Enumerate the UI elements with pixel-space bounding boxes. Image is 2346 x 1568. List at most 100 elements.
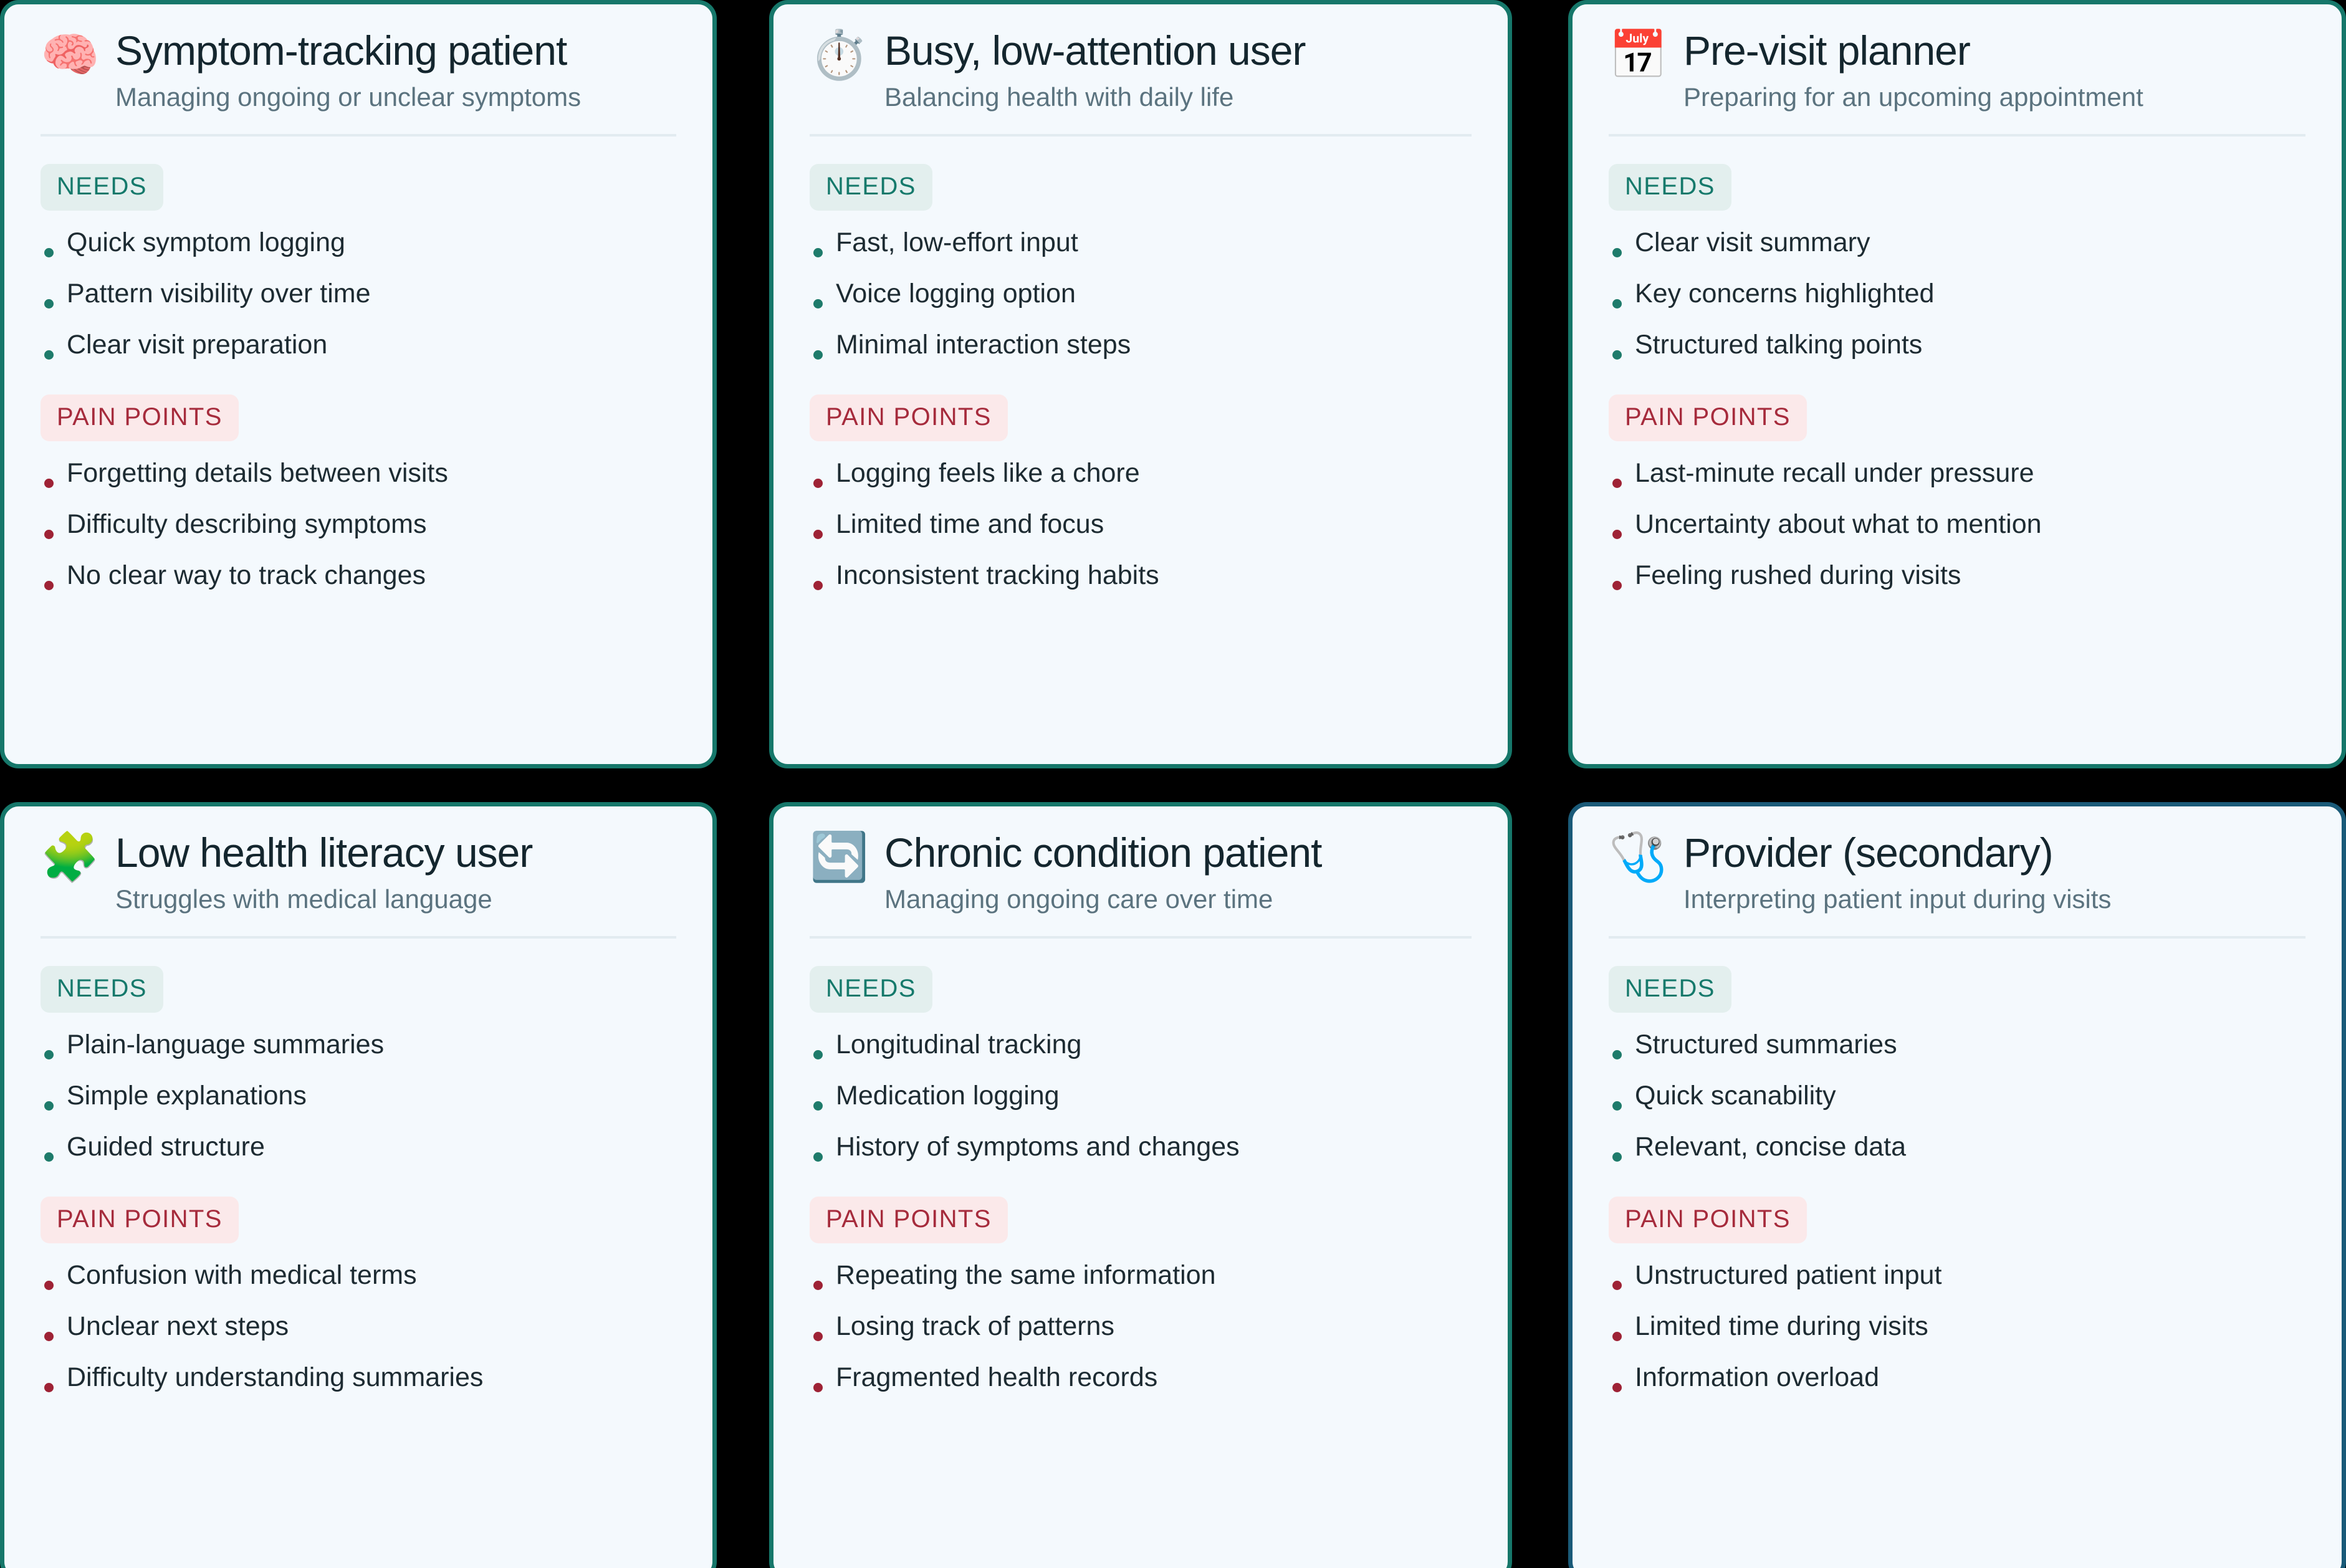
pain-points-badge: PAIN POINTS: [1609, 394, 1807, 441]
pain-points-section: PAIN POINTS Unstructured patient input L…: [1609, 1196, 2305, 1392]
needs-badge: NEEDS: [810, 965, 932, 1013]
persona-subtitle: Balancing health with daily life: [884, 82, 1234, 112]
needs-section: NEEDS Structured summaries Quick scanabi…: [1609, 965, 2305, 1162]
list-item: Quick scanability: [1609, 1082, 2305, 1111]
pain-points-badge: PAIN POINTS: [810, 1196, 1008, 1243]
needs-list: Structured summaries Quick scanability R…: [1609, 1031, 2305, 1162]
list-item: Voice logging option: [810, 280, 1472, 308]
needs-section: NEEDS Longitudinal tracking Medication l…: [810, 965, 1472, 1162]
list-item: Difficulty describing symptoms: [41, 510, 676, 539]
list-item: Fragmented health records: [810, 1364, 1472, 1392]
list-item: Relevant, concise data: [1609, 1133, 2305, 1162]
list-item: Difficulty understanding summaries: [41, 1364, 676, 1392]
needs-badge: NEEDS: [41, 965, 163, 1013]
persona-card-provider-secondary[interactable]: 🩺 Provider (secondary) Interpreting pati…: [1568, 802, 2346, 1568]
list-item: Clear visit preparation: [41, 331, 676, 360]
pain-points-list: Repeating the same information Losing tr…: [810, 1261, 1472, 1392]
pain-points-badge: PAIN POINTS: [810, 394, 1008, 441]
persona-card-symptom-tracking-patient[interactable]: 🧠 Symptom-tracking patient Managing ongo…: [0, 0, 717, 768]
needs-badge: NEEDS: [1609, 965, 1731, 1013]
persona-subtitle: Managing ongoing or unclear symptoms: [115, 82, 582, 112]
pain-points-list: Forgetting details between visits Diffic…: [41, 459, 676, 590]
list-item: Information overload: [1609, 1364, 2305, 1392]
persona-title: Chronic condition patient: [884, 829, 1322, 876]
refresh-cycle-icon: 🔄: [810, 831, 869, 884]
list-item: Medication logging: [810, 1082, 1472, 1111]
needs-section: NEEDS Plain-language summaries Simple ex…: [41, 965, 676, 1162]
pain-points-badge: PAIN POINTS: [1609, 1196, 1807, 1243]
header-text: Provider (secondary) Interpreting patien…: [1683, 830, 2305, 916]
list-item: Losing track of patterns: [810, 1312, 1472, 1341]
persona-card-low-health-literacy-user[interactable]: 🧩 Low health literacy user Struggles wit…: [0, 802, 717, 1568]
header-divider: [810, 133, 1472, 136]
header-divider: [1609, 935, 2305, 939]
calendar-icon: 📅: [1609, 29, 1668, 82]
list-item: Forgetting details between visits: [41, 459, 676, 488]
needs-section: NEEDS Clear visit summary Key concerns h…: [1609, 163, 2305, 360]
persona-subtitle: Struggles with medical language: [115, 884, 492, 914]
pain-points-section: PAIN POINTS Last-minute recall under pre…: [1609, 394, 2305, 590]
persona-title: Symptom-tracking patient: [115, 27, 567, 74]
list-item: Last-minute recall under pressure: [1609, 459, 2305, 488]
list-item: No clear way to track changes: [41, 562, 676, 590]
pain-points-list: Last-minute recall under pressure Uncert…: [1609, 459, 2305, 590]
persona-subtitle: Interpreting patient input during visits: [1683, 884, 2112, 914]
persona-title: Low health literacy user: [115, 829, 533, 876]
card-header: 📅 Pre-visit planner Preparing for an upc…: [1609, 28, 2305, 120]
stethoscope-icon: 🩺: [1609, 831, 1668, 884]
list-item: Limited time during visits: [1609, 1312, 2305, 1341]
needs-section: NEEDS Quick symptom logging Pattern visi…: [41, 163, 676, 360]
persona-card-pre-visit-planner[interactable]: 📅 Pre-visit planner Preparing for an upc…: [1568, 0, 2346, 768]
list-item: Pattern visibility over time: [41, 280, 676, 308]
list-item: History of symptoms and changes: [810, 1133, 1472, 1162]
header-divider: [810, 935, 1472, 939]
header-divider: [1609, 133, 2305, 136]
pain-points-section: PAIN POINTS Repeating the same informati…: [810, 1196, 1472, 1392]
list-item: Confusion with medical terms: [41, 1261, 676, 1290]
pain-points-section: PAIN POINTS Confusion with medical terms…: [41, 1196, 676, 1392]
persona-title: Provider (secondary): [1683, 829, 2054, 876]
persona-title: Pre-visit planner: [1683, 27, 1971, 74]
needs-badge: NEEDS: [1609, 163, 1731, 211]
card-header: 🔄 Chronic condition patient Managing ong…: [810, 830, 1472, 922]
list-item: Logging feels like a chore: [810, 459, 1472, 488]
header-divider: [41, 133, 676, 136]
header-text: Chronic condition patient Managing ongoi…: [884, 830, 1472, 916]
needs-list: Plain-language summaries Simple explanat…: [41, 1031, 676, 1162]
card-header: 🧩 Low health literacy user Struggles wit…: [41, 830, 676, 922]
puzzle-piece-icon: 🧩: [41, 831, 100, 884]
persona-title: Busy, low-attention user: [884, 27, 1306, 74]
persona-card-busy-low-attention-user[interactable]: ⏱️ Busy, low-attention user Balancing he…: [769, 0, 1512, 768]
needs-list: Clear visit summary Key concerns highlig…: [1609, 229, 2305, 360]
list-item: Unstructured patient input: [1609, 1261, 2305, 1290]
pain-points-section: PAIN POINTS Forgetting details between v…: [41, 394, 676, 590]
list-item: Structured talking points: [1609, 331, 2305, 360]
header-divider: [41, 935, 676, 939]
header-text: Busy, low-attention user Balancing healt…: [884, 28, 1472, 114]
pain-points-list: Logging feels like a chore Limited time …: [810, 459, 1472, 590]
header-text: Symptom-tracking patient Managing ongoin…: [115, 28, 676, 114]
list-item: Guided structure: [41, 1133, 676, 1162]
persona-card-chronic-condition-patient[interactable]: 🔄 Chronic condition patient Managing ong…: [769, 802, 1512, 1568]
list-item: Repeating the same information: [810, 1261, 1472, 1290]
pain-points-list: Confusion with medical terms Unclear nex…: [41, 1261, 676, 1392]
list-item: Key concerns highlighted: [1609, 280, 2305, 308]
pain-points-section: PAIN POINTS Logging feels like a chore L…: [810, 394, 1472, 590]
list-item: Clear visit summary: [1609, 229, 2305, 257]
needs-list: Quick symptom logging Pattern visibility…: [41, 229, 676, 360]
needs-list: Longitudinal tracking Medication logging…: [810, 1031, 1472, 1162]
list-item: Inconsistent tracking habits: [810, 562, 1472, 590]
card-header: ⏱️ Busy, low-attention user Balancing he…: [810, 28, 1472, 120]
header-text: Low health literacy user Struggles with …: [115, 830, 676, 916]
list-item: Feeling rushed during visits: [1609, 562, 2305, 590]
list-item: Uncertainty about what to mention: [1609, 510, 2305, 539]
list-item: Minimal interaction steps: [810, 331, 1472, 360]
list-item: Structured summaries: [1609, 1031, 2305, 1059]
needs-list: Fast, low-effort input Voice logging opt…: [810, 229, 1472, 360]
stopwatch-icon: ⏱️: [810, 29, 869, 82]
list-item: Unclear next steps: [41, 1312, 676, 1341]
needs-badge: NEEDS: [810, 163, 932, 211]
list-item: Fast, low-effort input: [810, 229, 1472, 257]
list-item: Simple explanations: [41, 1082, 676, 1111]
persona-subtitle: Managing ongoing care over time: [884, 884, 1273, 914]
